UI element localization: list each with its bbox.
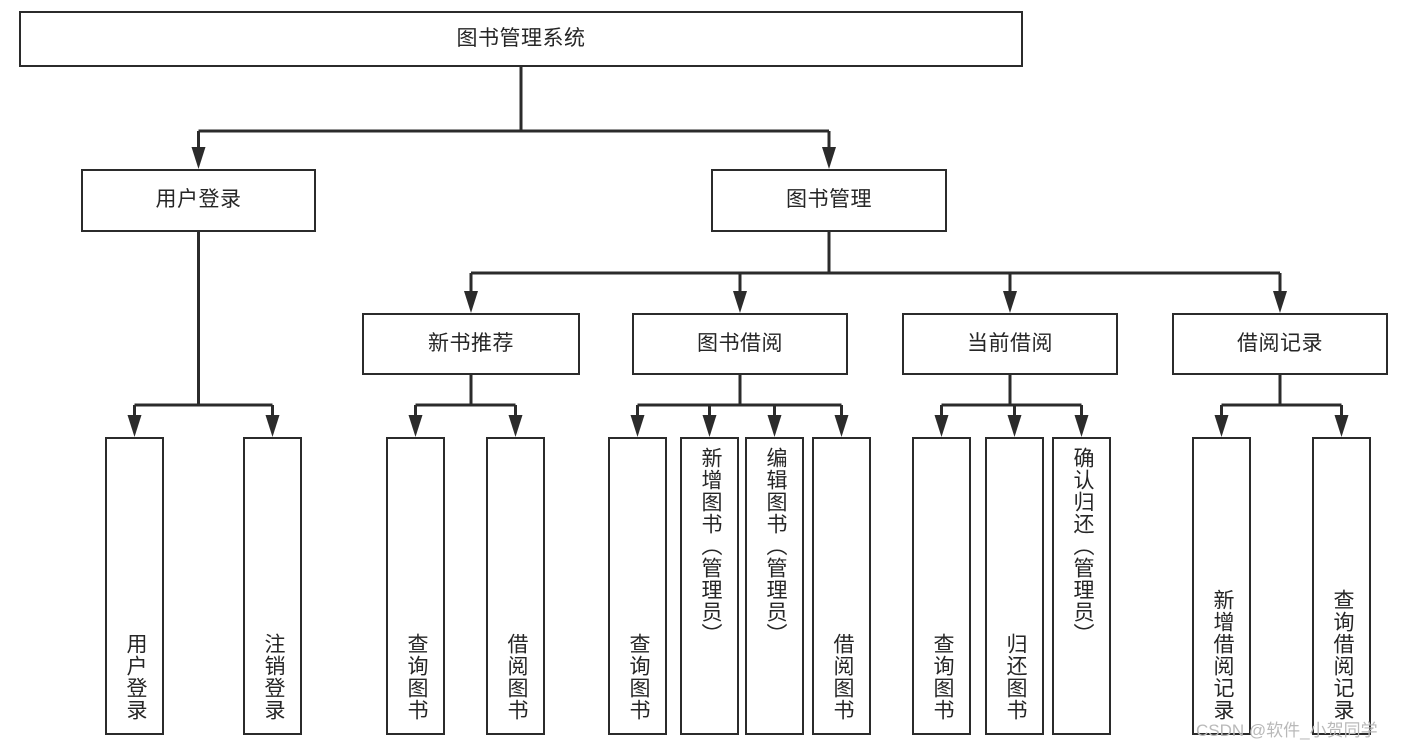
edge-arrowhead: [1273, 291, 1287, 313]
node-l-add[interactable]: 新增图书（管理员）: [680, 437, 739, 735]
edge-arrowhead: [408, 415, 423, 437]
watermark: CSDN @软件_小贺同学: [1196, 721, 1378, 740]
node-label: 新增图书（管理员）: [698, 447, 722, 645]
node-l-return[interactable]: 归还图书: [985, 437, 1044, 735]
node-label: 图书管理: [786, 188, 872, 212]
node-l-q3[interactable]: 查询图书: [912, 437, 971, 735]
node-borrow[interactable]: 图书借阅: [632, 313, 848, 375]
node-l-edit[interactable]: 编辑图书（管理员）: [745, 437, 804, 735]
node-label: 用户登录: [155, 188, 242, 212]
edge-arrowhead: [630, 415, 645, 437]
edge-arrowhead: [1074, 415, 1089, 437]
node-label: 归还图书: [1003, 633, 1027, 721]
node-l-addrec[interactable]: 新增借阅记录: [1192, 437, 1251, 735]
edge-arrowhead: [834, 415, 849, 437]
node-label: 借阅图书: [830, 633, 854, 721]
edge-arrowhead: [508, 415, 523, 437]
node-label: 图书借阅: [697, 331, 783, 355]
node-newbook[interactable]: 新书推荐: [362, 313, 580, 375]
node-current[interactable]: 当前借阅: [902, 313, 1118, 375]
edge-arrowhead: [1007, 415, 1022, 437]
edge-arrowhead: [464, 291, 478, 313]
node-bookmgmt[interactable]: 图书管理: [711, 169, 947, 232]
edge-arrowhead: [265, 415, 280, 437]
edge-arrowhead: [702, 415, 717, 437]
node-records[interactable]: 借阅记录: [1172, 313, 1388, 375]
node-label: 借阅图书: [504, 633, 528, 721]
edge-arrowhead: [1003, 291, 1017, 313]
node-label: 查询图书: [930, 633, 954, 721]
node-label: 查询图书: [626, 633, 650, 721]
edge-arrowhead: [934, 415, 949, 437]
node-label: 查询借阅记录: [1330, 589, 1354, 721]
node-label: 当前借阅: [967, 331, 1053, 355]
node-l-logout[interactable]: 注销登录: [243, 437, 302, 735]
node-label: 图书管理系统: [456, 26, 586, 50]
node-l-q2[interactable]: 查询图书: [608, 437, 667, 735]
node-l-b1[interactable]: 借阅图书: [486, 437, 545, 735]
edge-arrowhead: [767, 415, 782, 437]
node-label: 新增借阅记录: [1210, 589, 1234, 721]
node-label: 借阅记录: [1237, 331, 1323, 355]
node-l-b2[interactable]: 借阅图书: [812, 437, 871, 735]
node-root[interactable]: 图书管理系统: [19, 11, 1023, 67]
node-l-confirm[interactable]: 确认归还（管理员）: [1052, 437, 1111, 735]
node-label: 编辑图书（管理员）: [763, 447, 787, 645]
edge-arrowhead: [1334, 415, 1349, 437]
node-label: 用户登录: [123, 633, 147, 721]
edge-arrowhead: [822, 147, 836, 169]
node-login[interactable]: 用户登录: [81, 169, 316, 232]
edge-arrowhead: [127, 415, 142, 437]
edge-arrowhead: [1214, 415, 1229, 437]
node-label: 确认归还（管理员）: [1070, 447, 1094, 645]
node-label: 注销登录: [261, 633, 285, 721]
node-l-qrec[interactable]: 查询借阅记录: [1312, 437, 1371, 735]
edge-arrowhead: [733, 291, 747, 313]
node-l-login[interactable]: 用户登录: [105, 437, 164, 735]
edge-arrowhead: [191, 147, 206, 169]
node-label: 查询图书: [404, 633, 428, 721]
node-l-q1[interactable]: 查询图书: [386, 437, 445, 735]
node-label: 新书推荐: [428, 331, 514, 355]
